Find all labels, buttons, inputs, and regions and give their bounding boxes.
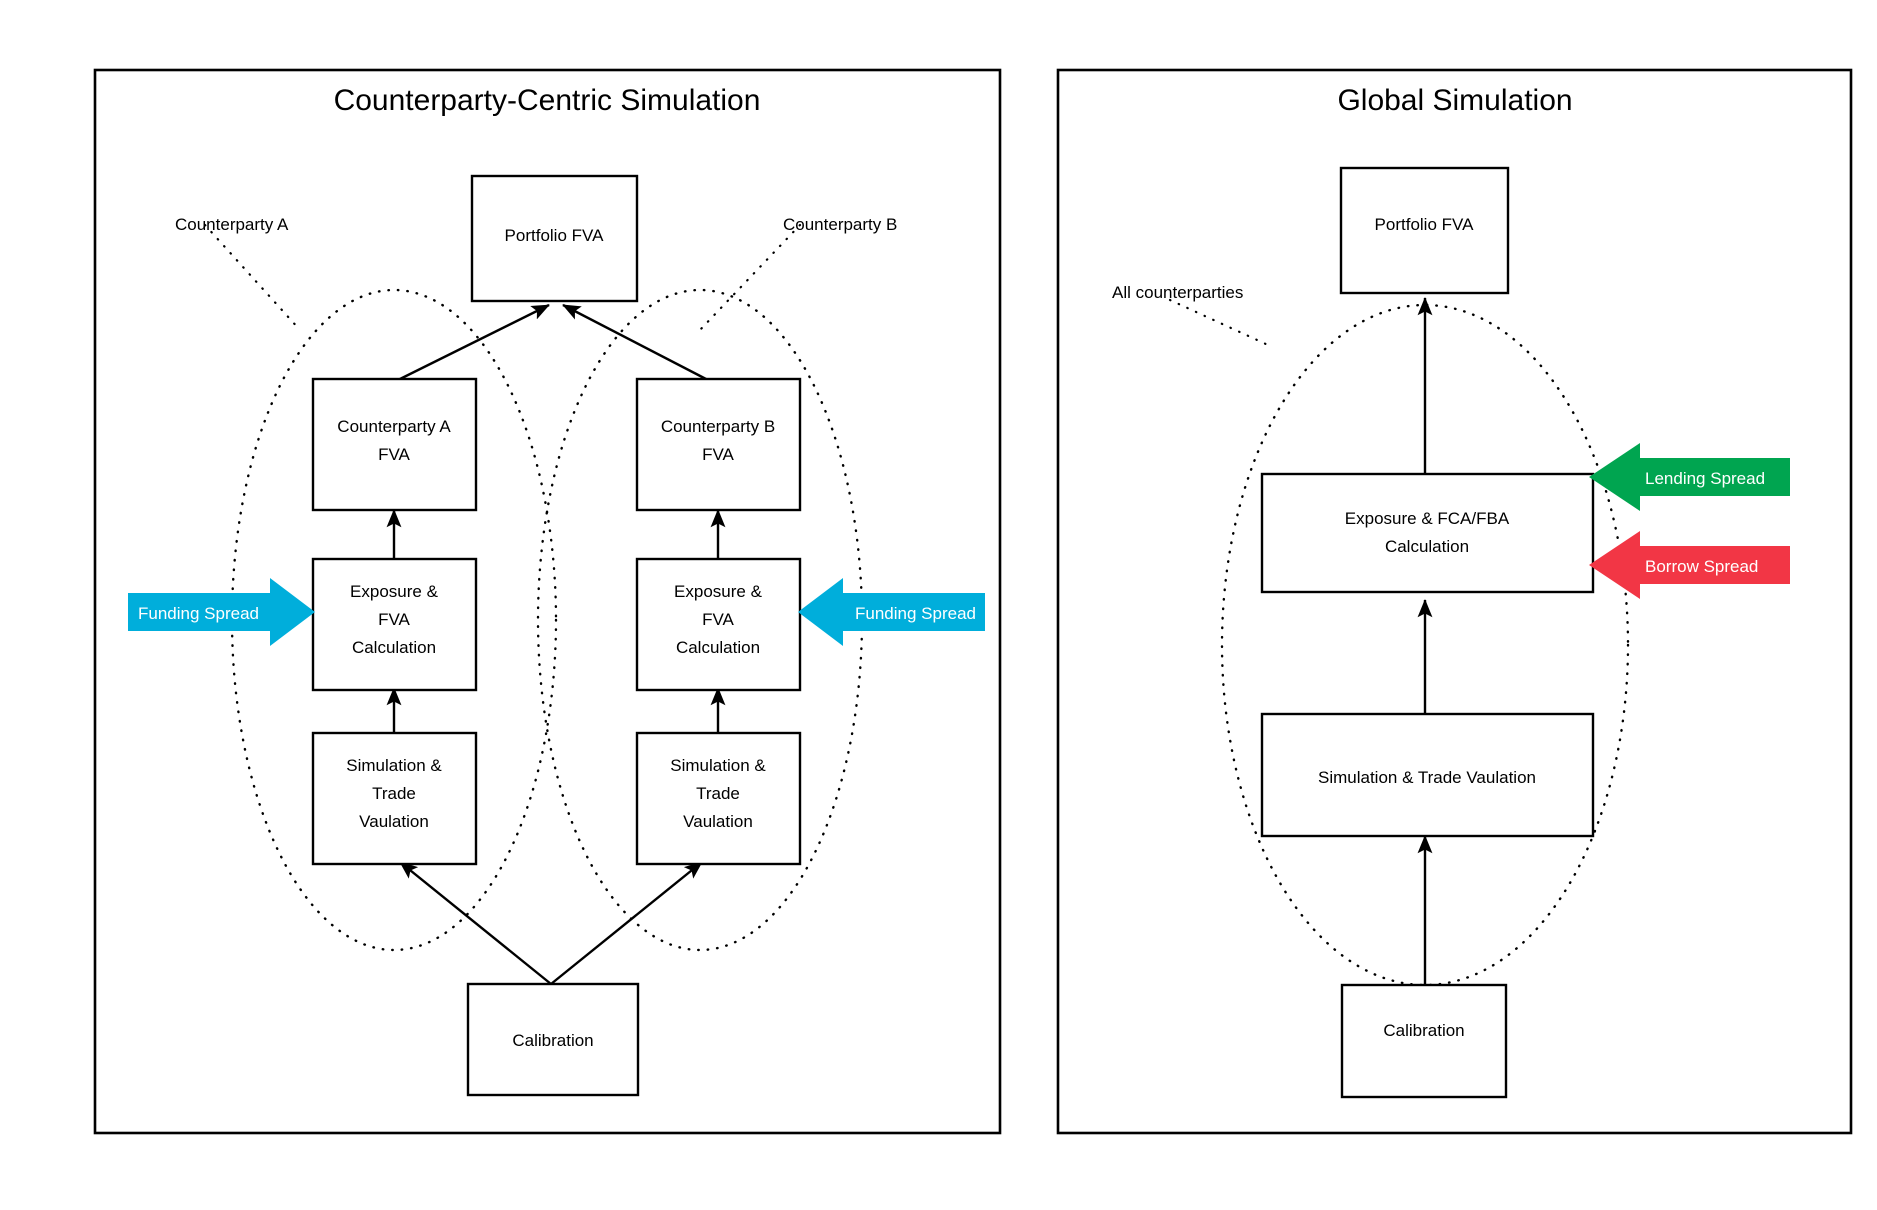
node-portfolio-fva-global-box[interactable] <box>1339 166 1510 295</box>
node-exposure-fca-fba-label-line1: Exposure & FCA/FBA <box>1345 509 1510 528</box>
node-exposure-fva-b[interactable]: Exposure & FVA Calculation <box>635 557 802 692</box>
node-portfolio-fva-box[interactable] <box>470 174 639 303</box>
counterparty-a-group-ellipse <box>230 288 558 952</box>
node-exposure-fca-fba-box[interactable] <box>1260 472 1595 594</box>
all-counterparties-leader <box>1168 298 1270 347</box>
node-counterparty-b-fva-label-line2: FVA <box>702 445 734 464</box>
node-simulation-b-box[interactable] <box>635 731 802 866</box>
node-simulation-a[interactable]: Simulation & Trade Vaulation <box>311 731 478 866</box>
node-exposure-fva-b-box[interactable] <box>635 557 802 692</box>
panel-global: Global Simulation All counterparties Por… <box>1056 68 1853 1135</box>
node-exposure-fva-a[interactable]: Exposure & FVA Calculation <box>311 557 478 692</box>
node-exposure-fva-a-label-line3: Calculation <box>352 638 436 657</box>
node-calibration[interactable]: Calibration <box>466 982 640 1097</box>
node-calibration-box[interactable] <box>466 982 640 1097</box>
node-exposure-fva-a-box[interactable] <box>311 557 478 692</box>
node-calibration-global[interactable]: Calibration <box>1340 983 1508 1099</box>
node-counterparty-a-fva-box[interactable] <box>311 377 478 512</box>
node-calibration-label: Calibration <box>512 1031 593 1050</box>
node-simulation-global-label: Simulation & Trade Vaulation <box>1318 768 1536 787</box>
edge-cpty-b-fva-to-portfolio-fva <box>562 303 707 381</box>
spread-borrow-label: Borrow Spread <box>1645 557 1758 576</box>
spread-borrow[interactable]: Borrow Spread <box>1589 531 1790 599</box>
edge-calibration-to-simulation-a <box>399 861 552 985</box>
spread-lending-label: Lending Spread <box>1645 469 1765 488</box>
node-simulation-a-label-line1: Simulation & <box>346 756 442 775</box>
node-exposure-fva-a-label-line2: FVA <box>378 610 410 629</box>
node-counterparty-b-fva-box[interactable] <box>635 377 802 512</box>
panel-title-counterparty-centric: Counterparty-Centric Simulation <box>334 84 761 117</box>
node-counterparty-a-fva-label-line2: FVA <box>378 445 410 464</box>
spread-lending-arrow-shape[interactable] <box>1589 443 1790 511</box>
node-simulation-b-label-line3: Vaulation <box>683 812 753 831</box>
spread-funding-left-label: Funding Spread <box>138 604 259 623</box>
node-simulation-global-box[interactable] <box>1260 712 1595 838</box>
node-exposure-fva-b-label-line3: Calculation <box>676 638 760 657</box>
node-simulation-global[interactable]: Simulation & Trade Vaulation <box>1260 712 1595 838</box>
node-simulation-b-label-line2: Trade <box>696 784 740 803</box>
node-simulation-a-label-line2: Trade <box>372 784 416 803</box>
spread-lending[interactable]: Lending Spread <box>1589 443 1790 511</box>
node-simulation-b[interactable]: Simulation & Trade Vaulation <box>635 731 802 866</box>
node-counterparty-b-fva-label-line1: Counterparty B <box>661 417 775 436</box>
edge-cpty-a-fva-to-portfolio-fva <box>399 303 550 381</box>
all-counterparties-group-ellipse <box>1220 303 1630 987</box>
annotation-counterparty-a: Counterparty A <box>175 215 289 234</box>
spread-funding-left-arrow-shape[interactable] <box>128 578 315 646</box>
spread-funding-left[interactable]: Funding Spread <box>128 578 315 646</box>
annotation-counterparty-b: Counterparty B <box>783 215 897 234</box>
node-exposure-fva-b-label-line2: FVA <box>702 610 734 629</box>
node-exposure-fva-a-label-line1: Exposure & <box>350 582 439 601</box>
panel-title-global: Global Simulation <box>1337 84 1572 117</box>
spread-borrow-arrow-shape[interactable] <box>1589 531 1790 599</box>
node-portfolio-fva-global[interactable]: Portfolio FVA <box>1339 166 1510 295</box>
node-simulation-a-label-line3: Vaulation <box>359 812 429 831</box>
node-simulation-b-label-line1: Simulation & <box>670 756 766 775</box>
spread-funding-right[interactable]: Funding Spread <box>798 578 985 646</box>
node-exposure-fca-fba[interactable]: Exposure & FCA/FBA Calculation <box>1260 472 1595 594</box>
node-counterparty-a-fva[interactable]: Counterparty A FVA <box>311 377 478 512</box>
spread-funding-right-label: Funding Spread <box>855 604 976 623</box>
spread-funding-right-arrow-shape[interactable] <box>798 578 985 646</box>
node-calibration-global-label: Calibration <box>1383 1021 1464 1040</box>
panel-counterparty-centric: Counterparty-Centric Simulation Counterp… <box>93 68 1002 1135</box>
node-exposure-fca-fba-label-line2: Calculation <box>1385 537 1469 556</box>
annotation-all-counterparties: All counterparties <box>1112 283 1243 302</box>
node-portfolio-fva[interactable]: Portfolio FVA <box>470 174 639 303</box>
node-counterparty-b-fva[interactable]: Counterparty B FVA <box>635 377 802 512</box>
node-simulation-a-box[interactable] <box>311 731 478 866</box>
node-calibration-global-box[interactable] <box>1340 983 1508 1099</box>
node-counterparty-a-fva-label-line1: Counterparty A <box>337 417 451 436</box>
node-portfolio-fva-label: Portfolio FVA <box>505 226 605 245</box>
node-exposure-fva-b-label-line1: Exposure & <box>674 582 763 601</box>
edge-calibration-to-simulation-b <box>550 861 703 985</box>
node-portfolio-fva-global-label: Portfolio FVA <box>1375 215 1475 234</box>
